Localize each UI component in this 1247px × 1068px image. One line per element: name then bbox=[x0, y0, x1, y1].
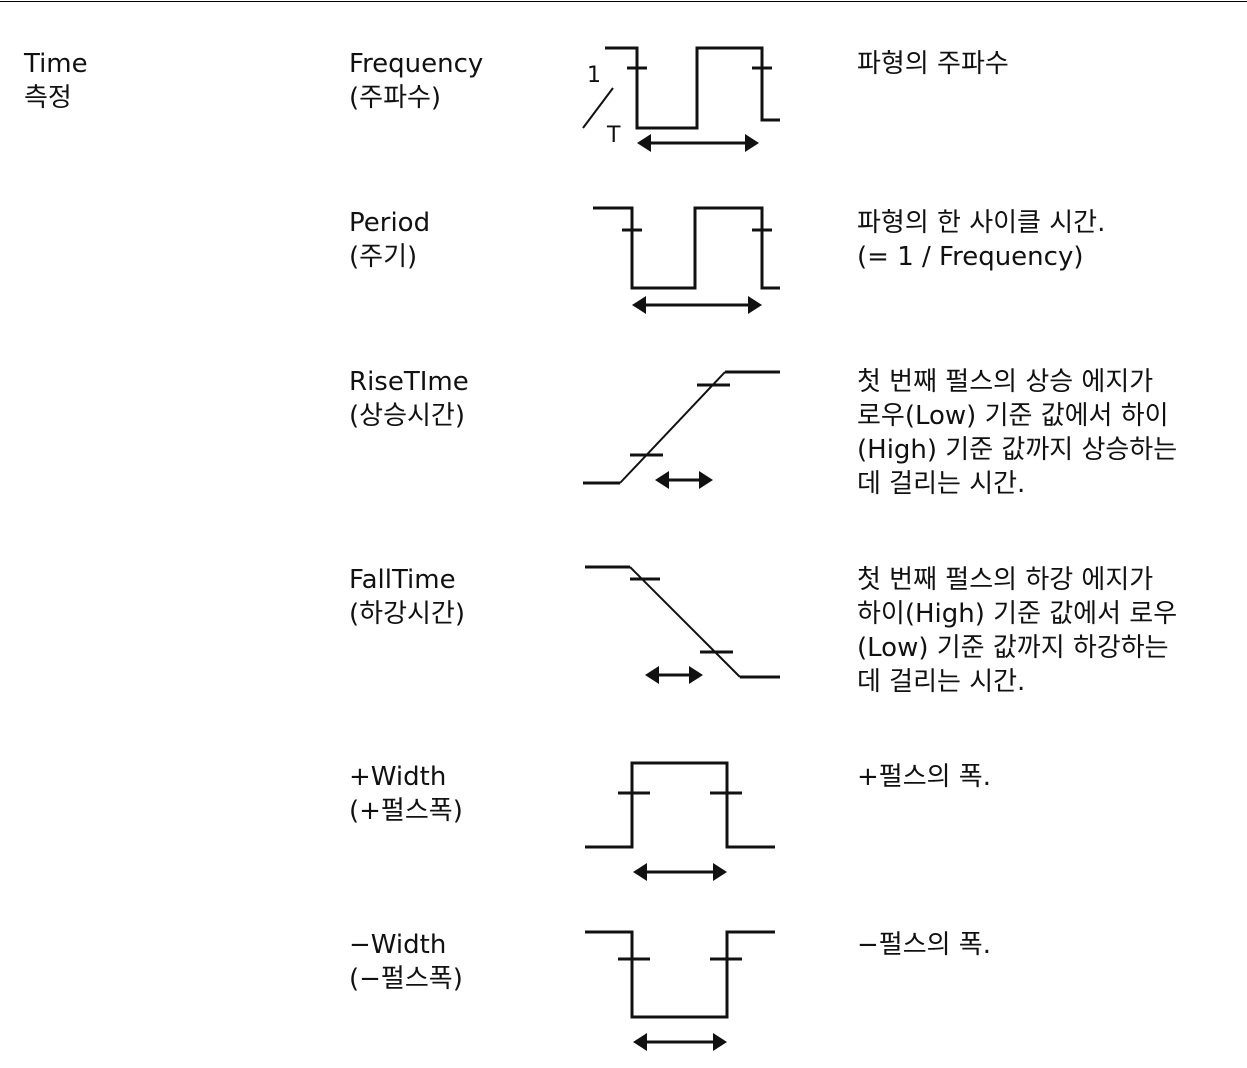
desc-line: (High) 기준 값까지 상승하는 bbox=[857, 435, 1178, 465]
measurement-name-negative-width: −Width (−펄스폭) bbox=[349, 928, 463, 996]
name-en: FallTime bbox=[349, 565, 456, 595]
name-ko: (−펄스폭) bbox=[349, 964, 463, 994]
category-title: Time bbox=[24, 49, 88, 79]
description-rise-time: 첫 번째 펄스의 상승 에지가 로우(Low) 기준 값에서 하이 (High)… bbox=[857, 365, 1177, 501]
description-frequency: 파형의 주파수 bbox=[857, 47, 1009, 81]
measurement-name-positive-width: +Width (+펄스폭) bbox=[349, 760, 463, 828]
name-en: Frequency bbox=[349, 49, 484, 79]
category-subtitle: 측정 bbox=[24, 83, 72, 113]
name-ko: (주파수) bbox=[349, 83, 442, 113]
name-en: +Width bbox=[349, 762, 447, 792]
one-over-t-denominator: T bbox=[606, 123, 621, 148]
desc-line: 첫 번째 펄스의 상승 에지가 bbox=[857, 367, 1154, 397]
one-over-t-numerator: 1 bbox=[587, 63, 601, 88]
description-negative-width: −펄스의 폭. bbox=[857, 928, 991, 962]
measurement-name-frequency: Frequency (주파수) bbox=[349, 47, 483, 115]
desc-line: +펄스의 폭. bbox=[857, 762, 991, 792]
category-label: Time 측정 bbox=[24, 47, 88, 115]
desc-line: 데 걸리는 시간. bbox=[857, 667, 1026, 697]
name-en: RiseTIme bbox=[349, 367, 469, 397]
name-ko: (하강시간) bbox=[349, 599, 465, 629]
name-ko: (주기) bbox=[349, 242, 418, 272]
desc-line: 파형의 한 사이클 시간. bbox=[857, 208, 1106, 238]
fall-time-waveform-icon bbox=[585, 565, 780, 684]
period-waveform-icon bbox=[593, 206, 780, 314]
name-ko: (상승시간) bbox=[349, 401, 465, 431]
rise-time-waveform-icon bbox=[583, 370, 780, 489]
desc-line: −펄스의 폭. bbox=[857, 930, 991, 960]
negative-width-waveform-icon bbox=[585, 930, 775, 1051]
desc-line: 첫 번째 펄스의 하강 에지가 bbox=[857, 565, 1154, 595]
desc-line: 파형의 주파수 bbox=[857, 49, 1009, 79]
desc-line: (= 1 / Frequency) bbox=[857, 242, 1084, 272]
desc-line: 로우(Low) 기준 값에서 하이 bbox=[857, 401, 1169, 431]
name-en: −Width bbox=[349, 930, 447, 960]
measurement-name-fall-time: FallTime (하강시간) bbox=[349, 563, 465, 631]
description-period: 파형의 한 사이클 시간. (= 1 / Frequency) bbox=[857, 206, 1105, 274]
desc-line: 하이(High) 기준 값에서 로우 bbox=[857, 599, 1178, 629]
description-fall-time: 첫 번째 펄스의 하강 에지가 하이(High) 기준 값에서 로우 (Low)… bbox=[857, 563, 1177, 699]
positive-width-waveform-icon bbox=[585, 761, 775, 881]
name-ko: (+펄스폭) bbox=[349, 796, 463, 826]
measurement-name-period: Period (주기) bbox=[349, 206, 430, 274]
frequency-waveform-icon: 1 T bbox=[582, 46, 780, 152]
measurement-name-rise-time: RiseTIme (상승시간) bbox=[349, 365, 469, 433]
name-en: Period bbox=[349, 208, 431, 238]
description-positive-width: +펄스의 폭. bbox=[857, 760, 991, 794]
desc-line: 데 걸리는 시간. bbox=[857, 469, 1026, 499]
top-rule bbox=[0, 1, 1247, 2]
desc-line: (Low) 기준 값까지 하강하는 bbox=[857, 633, 1169, 663]
